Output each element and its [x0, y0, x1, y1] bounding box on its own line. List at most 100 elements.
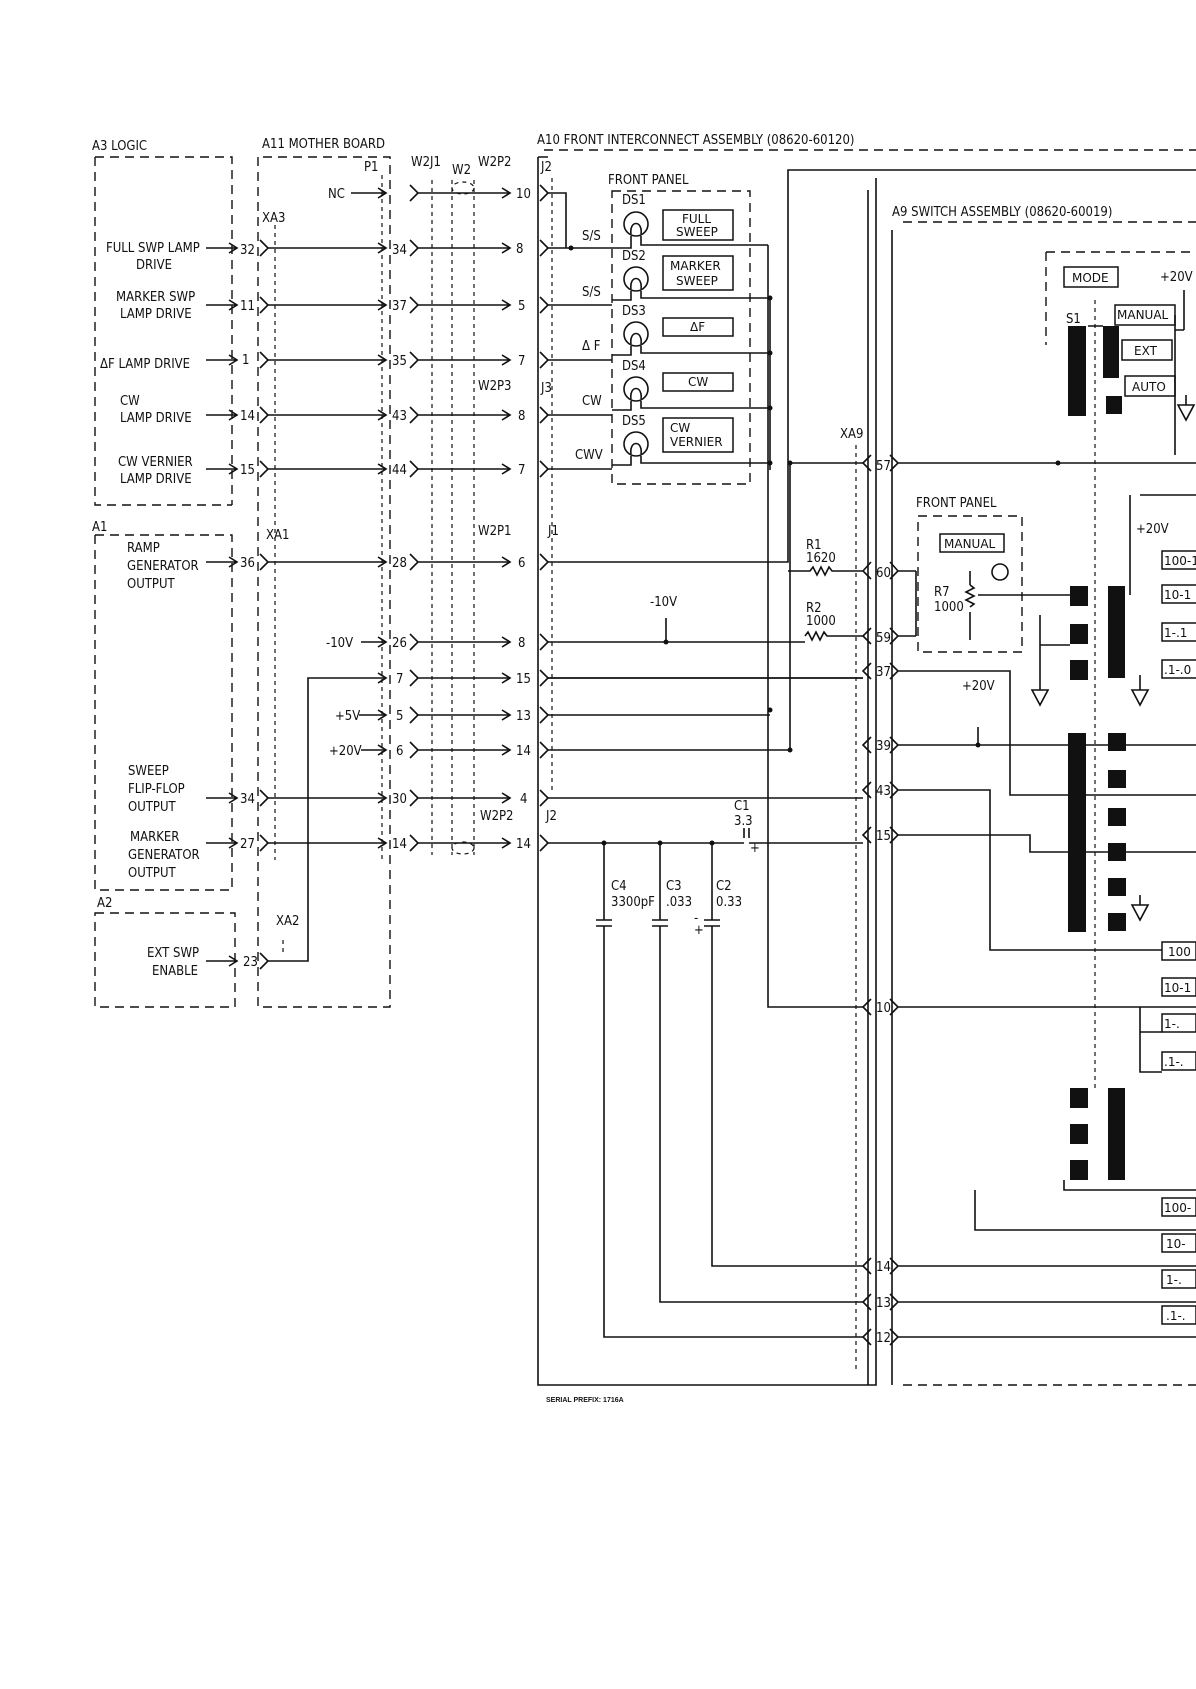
j1-label: J1: [547, 524, 559, 539]
a11-mother-board: A11 MOTHER BOARD P1 XA3 XA1 XA2 NC -10V …: [257, 137, 407, 1008]
lamp-label: SWEEP: [676, 274, 718, 288]
mb-pin: 44: [392, 463, 407, 478]
w2-cable: W2J1 W2 W2P2 W2P3 W2P1 W2P2: [409, 155, 514, 855]
serial-prefix: SERIAL PREFIX: 1716A: [546, 1397, 624, 1404]
range-wafer-icon: [1108, 586, 1125, 678]
j2-label-2: J2: [545, 809, 557, 824]
lamp-ds3-icon: [623, 321, 649, 347]
j-pin: 8: [518, 409, 525, 424]
range-box: [1161, 1013, 1196, 1033]
a3-pin: 1: [242, 353, 249, 368]
mb-pin: 26: [392, 636, 407, 651]
marker-gen-label-2: GENERATOR: [128, 848, 200, 863]
switch-wafer-icon: [1068, 326, 1086, 416]
a9-switch-assembly: A9 SWITCH ASSEMBLY (08620-60019) +20V FR…: [867, 190, 1196, 1386]
j-pin: 14: [516, 744, 531, 759]
j-pin: 15: [516, 672, 531, 687]
cw-lamp-label-2: LAMP DRIVE: [120, 411, 192, 426]
range-box: [1161, 1197, 1196, 1217]
j-pin: 10: [516, 187, 531, 202]
p20v-node-label: +20V: [962, 679, 995, 694]
lamp-label-box: [662, 372, 734, 392]
manual-knob-text: MANUAL: [944, 537, 996, 551]
xa9-pin: 10: [876, 1001, 891, 1016]
xa9-pin: 57: [876, 459, 891, 474]
sweep-ff-label: SWEEP: [128, 764, 169, 779]
cwv-lamp-label: CW VERNIER: [118, 455, 193, 470]
c1-label: C1: [734, 799, 750, 814]
r7-pot-icon: [964, 584, 976, 608]
ramp-label-3: OUTPUT: [127, 577, 176, 592]
c1-capacitor-icon: [743, 828, 750, 838]
manual-mode-label: MANUAL: [1117, 308, 1169, 322]
sweep-ff-label-3: OUTPUT: [128, 800, 177, 815]
marker-gen-label: MARKER: [130, 830, 179, 845]
mb-pin: 28: [392, 556, 407, 571]
lamp-ds2-icon: [623, 266, 649, 292]
r1-label: R1: [806, 538, 822, 553]
r7-value: 1000: [934, 600, 964, 615]
j-pin: 7: [518, 463, 525, 478]
r2-resistor-icon: [804, 630, 863, 642]
a3-pin: 14: [240, 409, 255, 424]
signal-labels: FULL SWP LAMP DRIVE MARKER SWP LAMP DRIV…: [100, 241, 200, 979]
a1-title: A1: [92, 520, 107, 535]
ds3-label: DS3: [622, 304, 646, 319]
a9-front-panel-title: FRONT PANEL: [916, 496, 997, 511]
ds5-label: DS5: [622, 414, 646, 429]
mb-pin: 35: [392, 354, 407, 369]
range-wafer-icon-2: [1068, 840, 1086, 932]
ds4-label: DS4: [622, 359, 646, 374]
range-box: [1161, 1305, 1196, 1325]
xa9-pin: 39: [876, 739, 891, 754]
supply-p20v: +20V: [329, 744, 362, 759]
supply-m10v: -10V: [326, 636, 353, 651]
lamp-label: FULL: [682, 212, 711, 226]
a3-pin: 34: [240, 792, 255, 807]
supply-p5v: +5V: [335, 709, 360, 724]
c4-label: C4: [611, 879, 627, 894]
mb-pin: 30: [392, 792, 407, 807]
c1-value: 3.3: [734, 814, 753, 829]
ramp-label: RAMP: [127, 541, 160, 556]
j-pin: 8: [518, 636, 525, 651]
range-box: [1161, 977, 1196, 997]
j-pin: 13: [516, 709, 531, 724]
marker-swp-label-2: LAMP DRIVE: [120, 307, 192, 322]
range-label: 100: [1168, 945, 1191, 959]
range-box: [1161, 584, 1196, 604]
xa1-label: XA1: [266, 528, 289, 543]
cw-lamp-label: CW: [120, 394, 140, 409]
a3-pin: 27: [240, 837, 255, 852]
w2-label: W2: [452, 163, 471, 178]
j-pin: 14: [516, 837, 531, 852]
a9-title: A9 SWITCH ASSEMBLY (08620-60019): [892, 205, 1112, 220]
ext-mode-box: [1121, 339, 1173, 361]
j-pin: 6: [518, 556, 525, 571]
auto-mode-label: AUTO: [1132, 380, 1166, 394]
s1-label: S1: [1066, 312, 1081, 327]
p1-label: P1: [364, 160, 379, 175]
svg-text:+: +: [694, 923, 704, 938]
m10v-node-label: -10V: [650, 595, 677, 610]
range-box: [1161, 1051, 1196, 1071]
ss2-label: S/S: [582, 285, 601, 300]
mb-pin: 7: [396, 672, 403, 687]
range-label: 10-1: [1164, 588, 1191, 602]
r1-value: 1620: [806, 551, 836, 566]
xa9-pin: 13: [876, 1296, 891, 1311]
range-label: 100-: [1164, 1201, 1191, 1215]
lamp-label: MARKER: [670, 259, 721, 273]
mb-pin: 5: [396, 709, 403, 724]
xa2-label: XA2: [276, 914, 299, 929]
lamp-label: CW: [688, 375, 708, 389]
ext-mode-label: EXT: [1134, 344, 1158, 358]
mode-label: MODE: [1072, 271, 1109, 285]
ramp-label-2: GENERATOR: [127, 559, 199, 574]
range-box: [1161, 659, 1196, 679]
a3-pin: 11: [240, 299, 255, 314]
xa9-pin: 14: [876, 1260, 891, 1275]
range-label: 1-.: [1164, 1017, 1180, 1031]
manual-knob-label: [939, 533, 1005, 553]
lamp-label: CW: [670, 421, 690, 435]
